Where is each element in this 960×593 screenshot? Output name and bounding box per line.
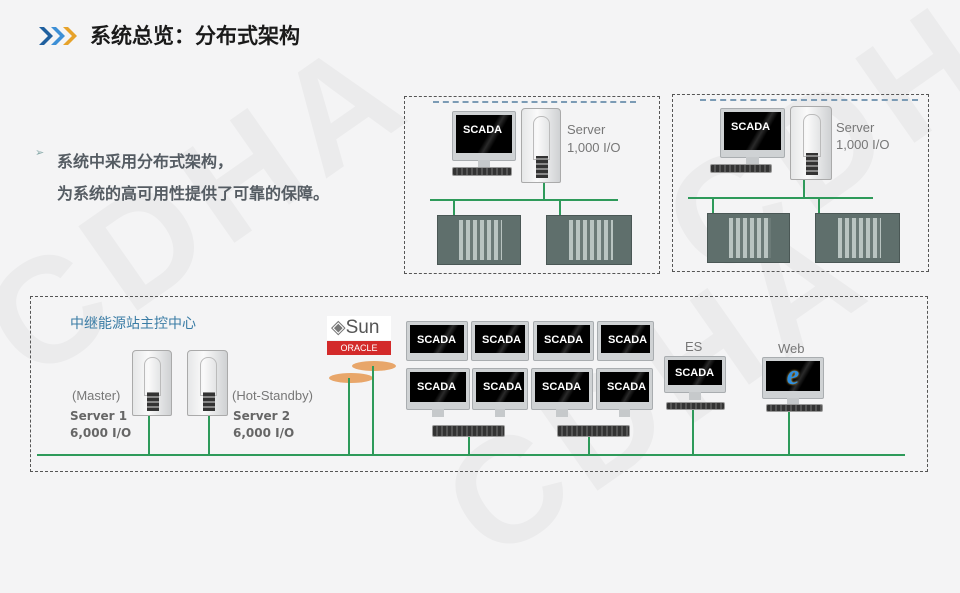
server1-io: 6,000 I/O: [70, 426, 132, 440]
database-ellipse: [352, 361, 396, 371]
link: [453, 200, 455, 215]
server-tower: [521, 108, 561, 183]
keyboard: [452, 167, 512, 176]
scada-monitor: SCADA: [596, 368, 653, 417]
keyboard: [766, 404, 823, 412]
control-center-title: 中继能源站主控中心: [70, 316, 196, 332]
oracle-logo: ORACLE: [327, 341, 391, 355]
scada-monitor: SCADA: [406, 321, 468, 361]
server-io: 1,000 I/O: [836, 137, 890, 152]
substation-box: [672, 94, 929, 272]
bullet-arrow-icon: ➢: [35, 146, 45, 159]
scada-monitor: SCADA: [471, 321, 529, 361]
scada-monitor: SCADA: [531, 368, 593, 417]
link: [468, 437, 470, 455]
link: [788, 412, 790, 455]
server2-tower: [187, 350, 228, 416]
plc-rack: [546, 215, 632, 265]
page-title: 系统总览：分布式架构: [90, 24, 300, 48]
sun-logo: ◈Sun: [327, 316, 391, 340]
divider: [700, 99, 918, 101]
server-tower: [790, 106, 832, 180]
keyboard: [710, 164, 772, 173]
substation-box: [404, 96, 660, 274]
link: [208, 416, 210, 455]
server1-name: Server 1: [70, 409, 128, 423]
link: [712, 198, 714, 213]
control-center-box: [30, 296, 928, 472]
link: [818, 198, 820, 213]
scada-monitor: SCADA: [533, 321, 594, 361]
keyboard: [666, 402, 725, 410]
network-bus: [430, 199, 618, 201]
server-io: 1,000 I/O: [567, 140, 621, 155]
keyboard: [557, 425, 630, 437]
server-label: Server: [836, 120, 875, 135]
internet-explorer-icon: e: [786, 360, 800, 391]
link: [148, 416, 150, 455]
server2-io: 6,000 I/O: [233, 426, 295, 440]
divider: [433, 101, 636, 103]
link: [559, 200, 561, 215]
link: [588, 437, 590, 455]
server2-role: (Hot-Standby): [232, 388, 313, 403]
server2-name: Server 2: [233, 409, 291, 423]
web-label: Web: [778, 341, 805, 356]
server1-tower: [132, 350, 172, 416]
network-bus: [688, 197, 873, 199]
scada-monitor: SCADA: [472, 368, 528, 417]
scada-monitor: SCADA: [597, 321, 654, 361]
sun-icon: ◈: [331, 317, 346, 338]
link: [372, 366, 374, 455]
bullet-line: 为系统的高可用性提供了可靠的保障。: [57, 184, 330, 203]
plc-rack: [437, 215, 521, 265]
link: [348, 378, 350, 455]
server-label: Server: [567, 122, 606, 137]
es-monitor: SCADA: [664, 356, 726, 400]
chevrons-icon: [39, 27, 77, 45]
keyboard: [432, 425, 505, 437]
bullet-line: 系统中采用分布式架构，: [57, 152, 234, 171]
main-network-bus: [37, 454, 905, 456]
plc-rack: [707, 213, 790, 263]
plc-rack: [815, 213, 900, 263]
web-monitor: e: [762, 357, 824, 406]
scada-monitor: SCADA: [406, 368, 470, 417]
link: [543, 183, 545, 200]
es-label: ES: [685, 339, 703, 354]
database-ellipse: [329, 373, 373, 383]
scada-monitor: SCADA: [720, 108, 785, 165]
scada-monitor: SCADA: [452, 111, 516, 168]
link: [803, 180, 805, 198]
server1-role: (Master): [72, 388, 121, 403]
link: [692, 410, 694, 455]
